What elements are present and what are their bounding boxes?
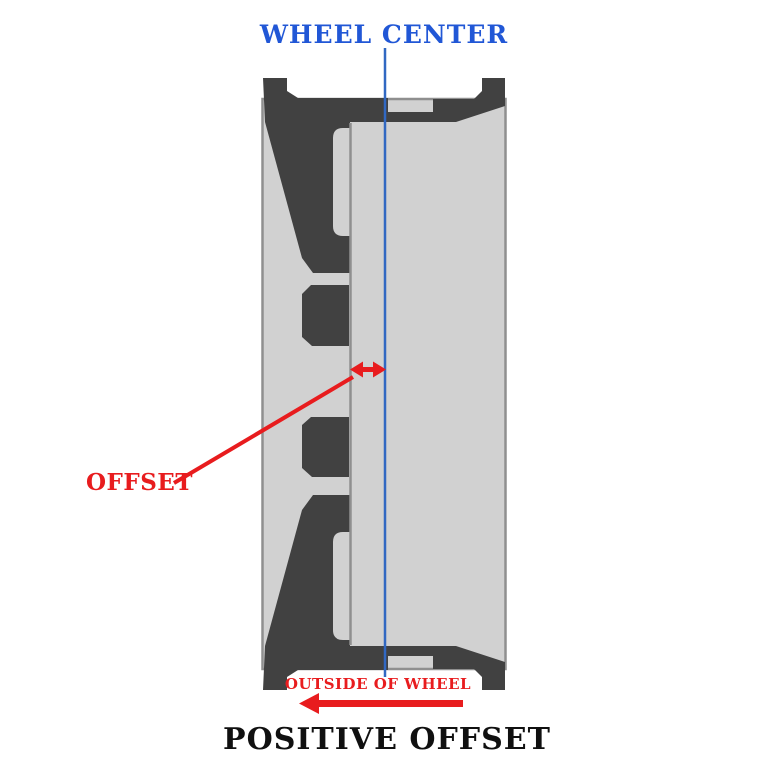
wheel-spoke-section-lower	[265, 495, 350, 646]
offset-label: OFFSET	[86, 469, 193, 496]
outside-arrow-head	[299, 693, 319, 714]
wheel-center-label: WHEEL CENTER	[259, 20, 509, 49]
offset-pointer-line	[172, 375, 355, 485]
hub-pad-lower	[333, 532, 352, 640]
outside-of-wheel-label: OUTSIDE OF WHEEL	[284, 675, 472, 693]
offset-arrow-left-head	[350, 361, 363, 378]
hub-pad-upper	[333, 128, 352, 236]
spoke-window-upper	[302, 285, 349, 346]
offset-arrow-right-head	[373, 361, 386, 378]
wheel-spoke-section-upper	[265, 122, 350, 273]
positive-offset-title: POSITIVE OFFSET	[223, 722, 551, 757]
spoke-window-lower	[302, 417, 349, 477]
outside-direction-arrow-icon	[299, 693, 463, 714]
offset-double-arrow-icon	[350, 361, 386, 378]
